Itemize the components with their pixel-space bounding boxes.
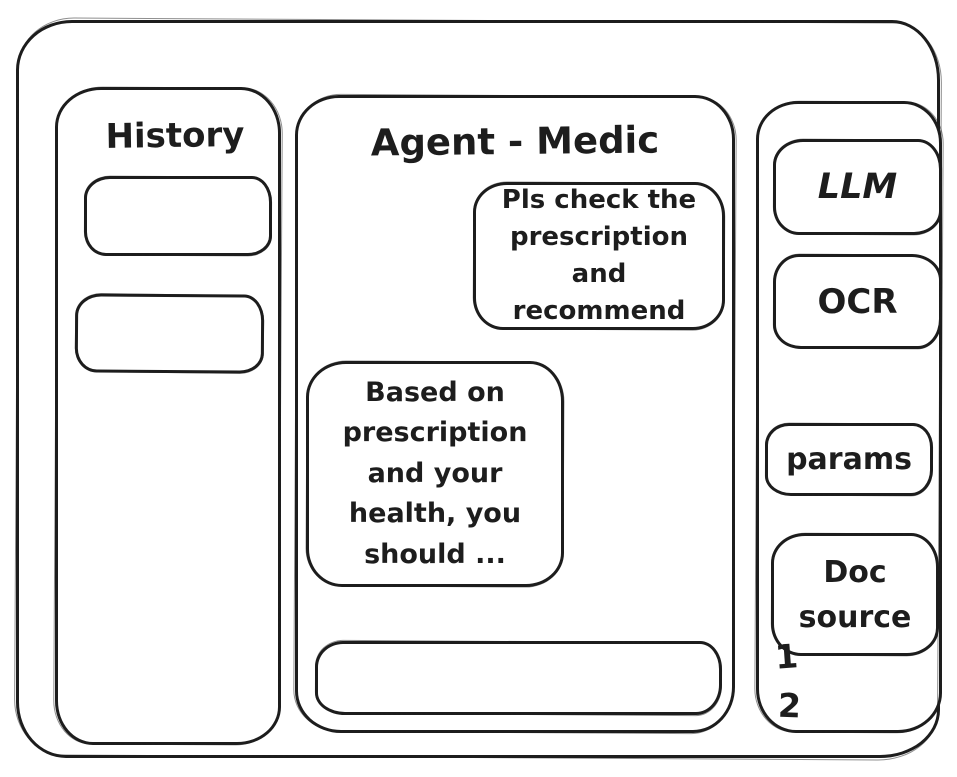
- params-button[interactable]: params: [765, 423, 933, 496]
- user-message-bubble: Pls check the prescription and recommend: [473, 182, 725, 330]
- app-frame: History Agent - Medic Pls check the pres…: [16, 20, 942, 758]
- doc-source-item-1[interactable]: 1: [773, 636, 800, 677]
- chat-panel: Agent - Medic Pls check the prescription…: [295, 95, 735, 733]
- doc-source-item-2[interactable]: 2: [777, 685, 802, 726]
- history-item-1[interactable]: [84, 176, 272, 256]
- message-input[interactable]: [318, 644, 719, 712]
- user-message-text: Pls check the prescription and recommend: [501, 185, 697, 326]
- history-item-2[interactable]: [74, 293, 265, 374]
- history-title: History: [105, 114, 245, 157]
- tools-sidebar: LLM OCR params Doc source 1 2: [756, 101, 942, 733]
- chat-title: Agent - Medic: [370, 118, 660, 165]
- assistant-message-bubble: Based on prescription and your health, y…: [306, 361, 564, 587]
- llm-button[interactable]: LLM: [773, 139, 942, 235]
- message-input-bar[interactable]: [315, 641, 722, 715]
- ocr-button[interactable]: OCR: [773, 254, 942, 349]
- history-sidebar: History: [55, 87, 281, 745]
- doc-source-button[interactable]: Doc source: [771, 533, 939, 656]
- assistant-message-text: Based on prescription and your health, y…: [342, 376, 528, 570]
